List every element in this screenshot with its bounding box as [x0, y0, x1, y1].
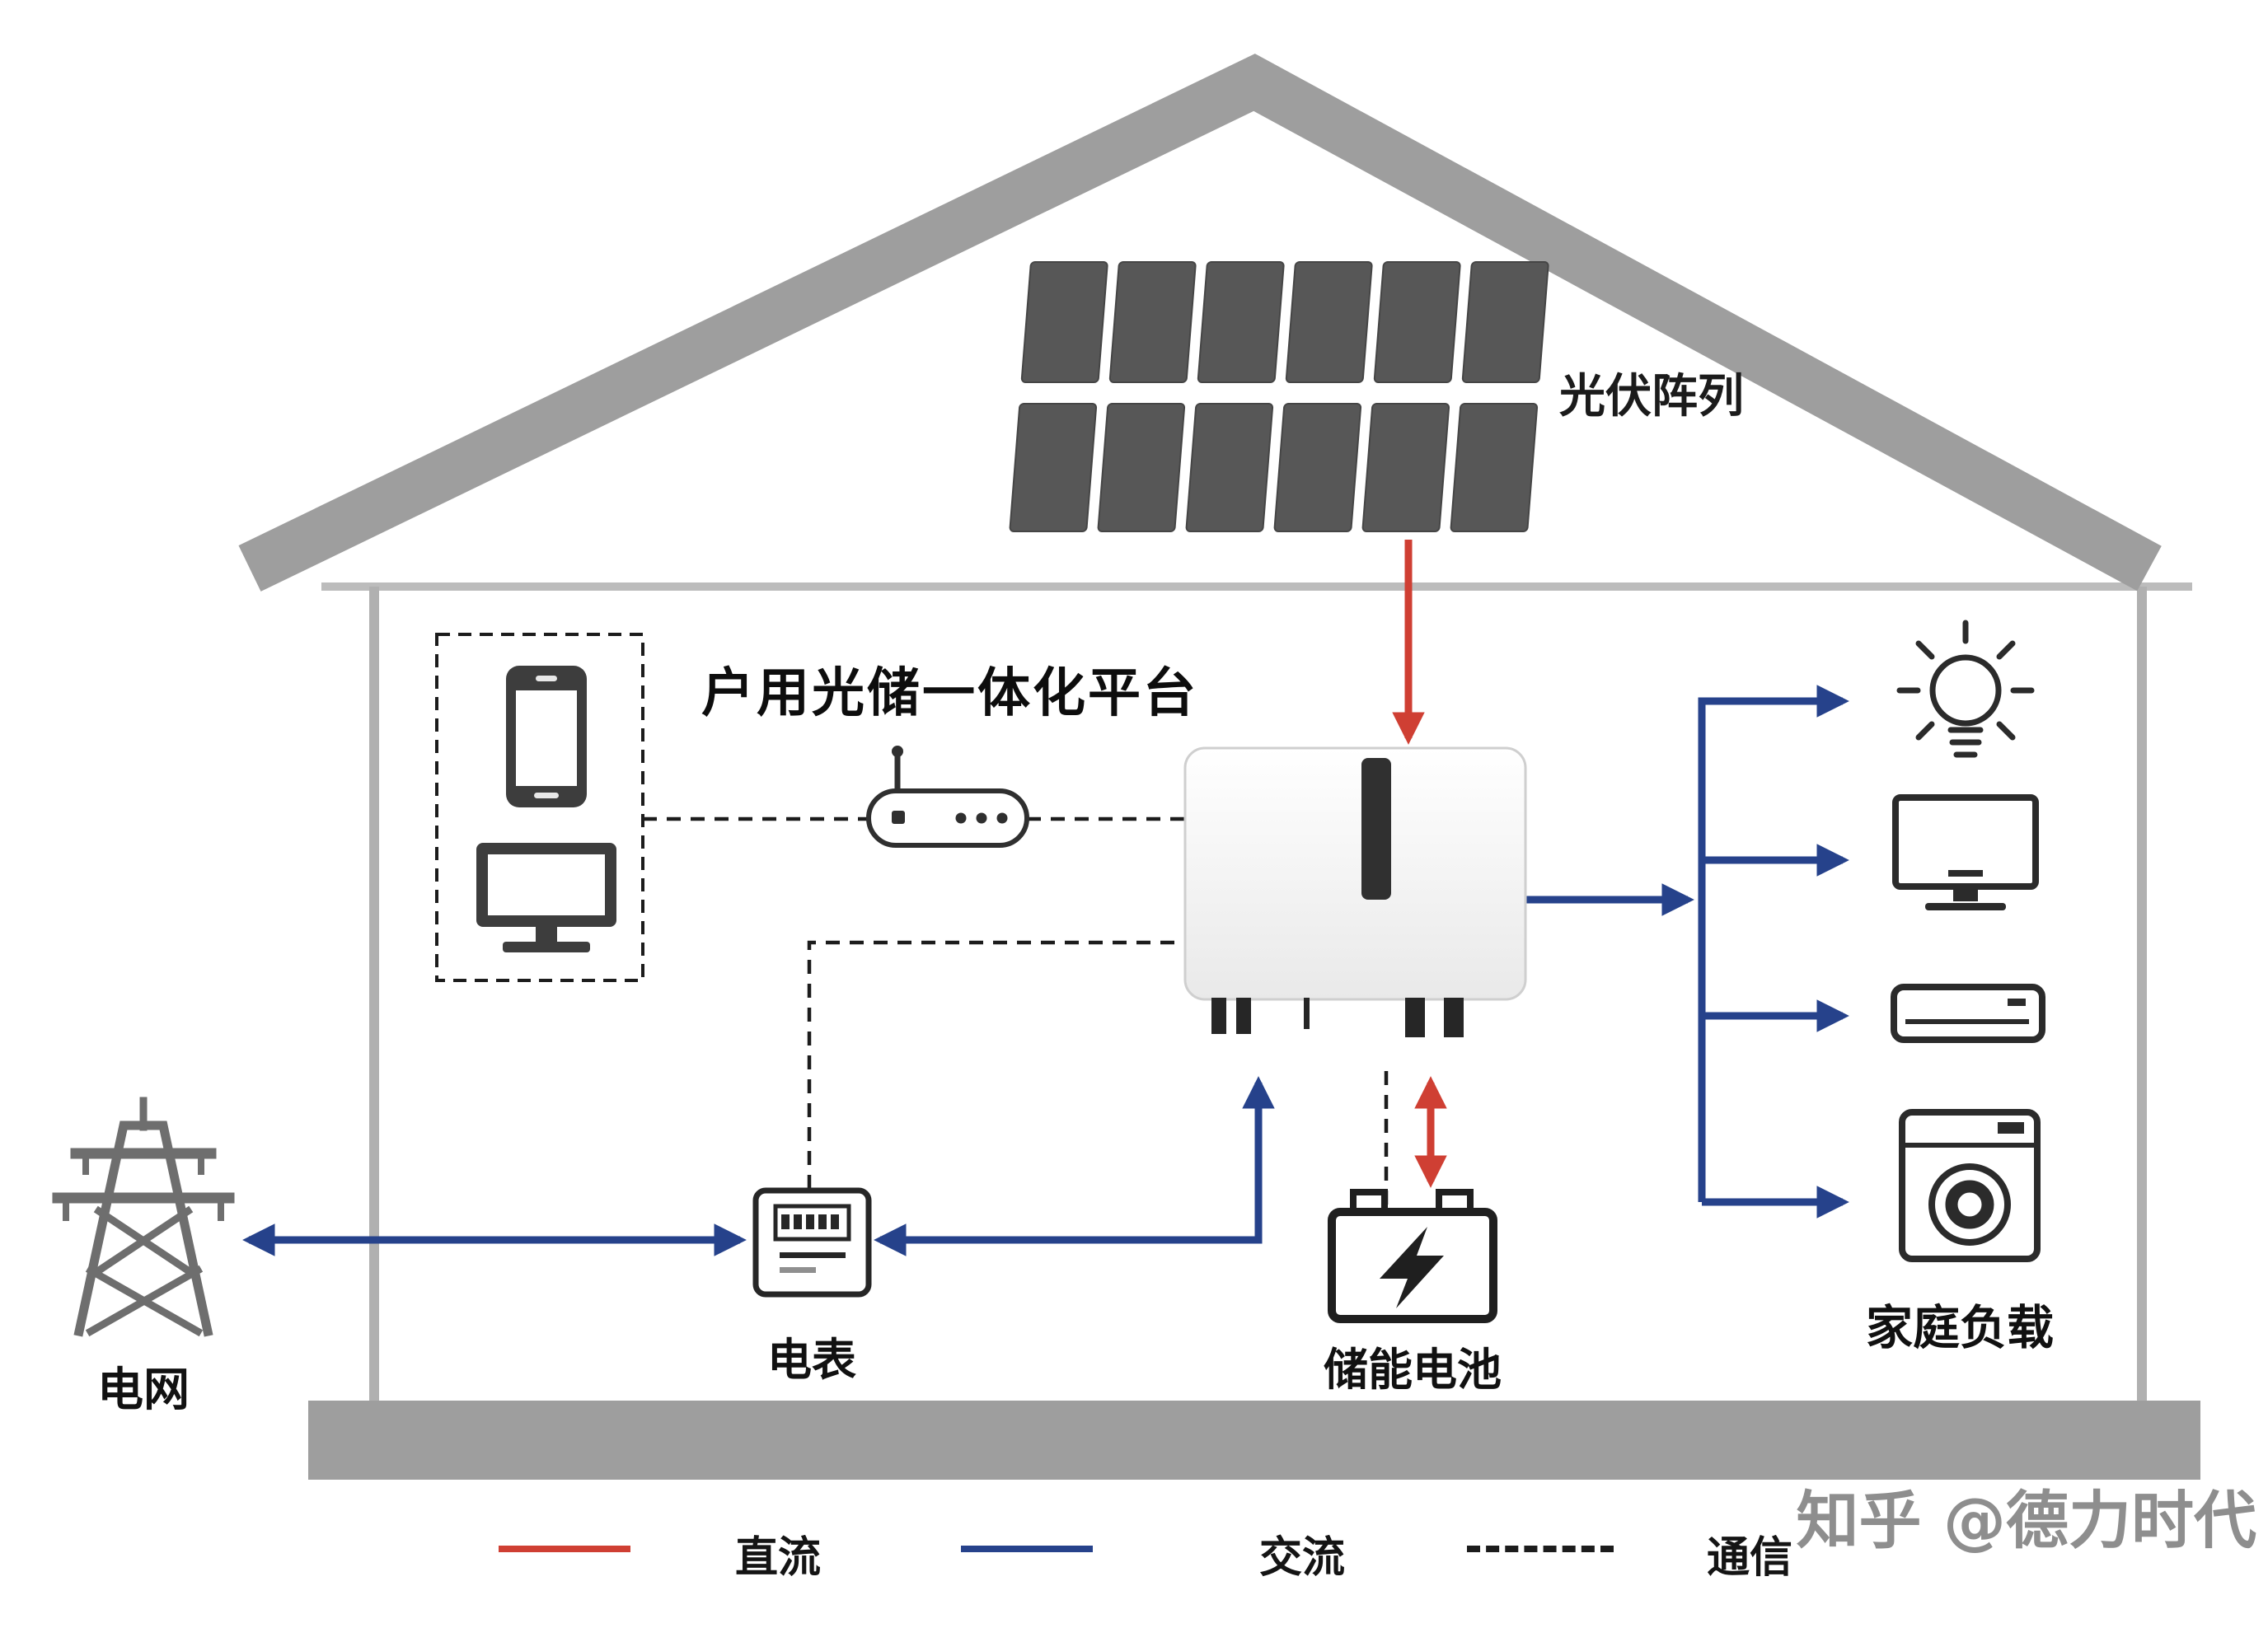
air-conditioner-icon [1891, 984, 2045, 1043]
smartphone-icon [506, 666, 587, 807]
legend-comm-label: 通信 [1706, 1533, 1793, 1583]
house-floor [308, 1401, 2200, 1480]
legend-dc-line [499, 1546, 630, 1552]
comm-meter-to-inverter [807, 940, 1185, 1189]
meter-icon [752, 1187, 872, 1298]
grid-tower-icon [52, 1097, 235, 1337]
comm-lines [643, 816, 1389, 1205]
legend-ac-line [961, 1546, 1093, 1552]
pv-array [1009, 261, 1549, 532]
house [238, 54, 2200, 1480]
home-loads-label: 家庭负载 [1866, 1301, 2054, 1355]
watermark: 知乎 @德力时代 [1796, 1484, 2256, 1557]
tv-icon [1892, 794, 2039, 910]
pv-array-label: 光伏阵列 [1559, 370, 1744, 423]
lightning-bolt-icon [1380, 1227, 1444, 1308]
router-icon [866, 746, 1029, 848]
bulb-icon [1896, 620, 2035, 758]
inverter-slot [1361, 758, 1391, 900]
meter-label: 电表 [767, 1334, 856, 1386]
platform-title: 户用光储一体化平台 [701, 663, 1198, 724]
ac-line-meter-inverter [874, 1076, 1275, 1256]
inverter [1183, 746, 1527, 1037]
legend-ac-label: 交流 [1258, 1533, 1346, 1583]
legend-comm-line [1467, 1546, 1614, 1552]
flow-lines [242, 540, 1849, 1256]
monitor-icon [476, 843, 616, 952]
battery-label: 储能电池 [1324, 1344, 1502, 1396]
dashed-box [435, 633, 644, 982]
legend-dc-label: 直流 [734, 1533, 822, 1583]
ac-branch-bulb [1698, 685, 1849, 1202]
grid-label: 电网 [97, 1364, 190, 1417]
monitoring-devices-box [435, 633, 644, 982]
washing-machine-icon [1899, 1109, 2041, 1262]
house-roof [238, 54, 2162, 592]
battery-icon [1328, 1189, 1497, 1323]
